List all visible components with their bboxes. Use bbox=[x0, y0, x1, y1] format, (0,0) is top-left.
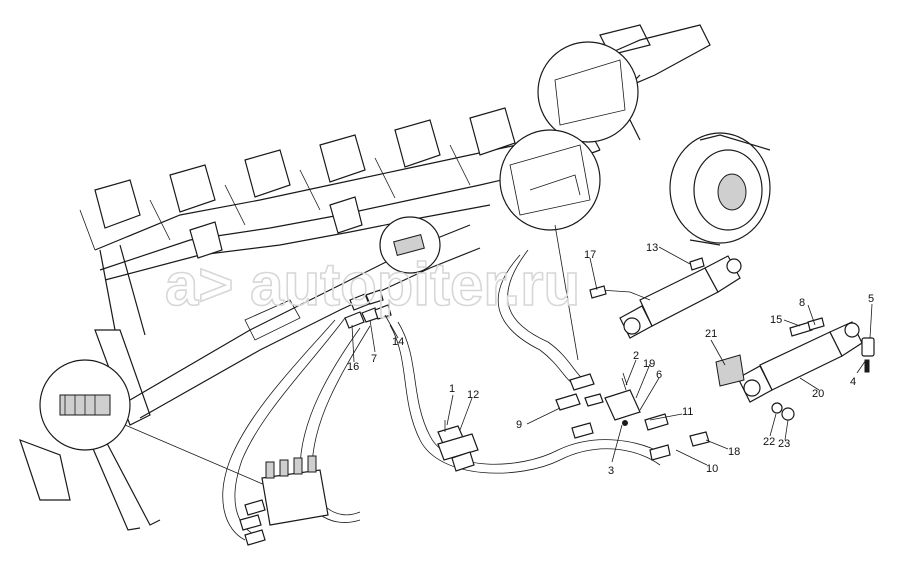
hose-clamps bbox=[437, 420, 479, 472]
callout-10: 10 bbox=[706, 463, 718, 475]
callout-20: 20 bbox=[812, 388, 824, 400]
pin-and-fittings bbox=[589, 257, 875, 421]
hydraulic-cylinder-upper bbox=[599, 255, 742, 339]
callout-12: 12 bbox=[467, 389, 479, 401]
detail-circle-hose bbox=[379, 216, 441, 274]
callout-13: 13 bbox=[646, 242, 658, 254]
callout-16: 16 bbox=[347, 361, 359, 373]
callout-15: 15 bbox=[770, 314, 782, 326]
watermark-text: a> autopiter.ru bbox=[165, 251, 580, 318]
callout-17: 17 bbox=[584, 249, 596, 261]
transport-wheel bbox=[669, 132, 771, 246]
coupling-fittings bbox=[344, 289, 392, 329]
callout-6: 6 bbox=[656, 369, 662, 381]
callout-18: 18 bbox=[728, 446, 740, 458]
callout-11: 11 bbox=[682, 406, 693, 418]
callout-2: 2 bbox=[633, 350, 639, 362]
callout-labels: 1 2 3 4 5 6 7 8 9 10 11 12 13 14 15 16 1… bbox=[347, 242, 874, 477]
detail-circle-valve bbox=[39, 359, 131, 451]
callout-leaders bbox=[351, 246, 873, 466]
callout-7: 7 bbox=[371, 353, 377, 365]
callout-9: 9 bbox=[516, 419, 522, 431]
watermark: a> autopiter.ru bbox=[164, 250, 581, 319]
detail-circle-top bbox=[537, 41, 639, 143]
callout-8: 8 bbox=[799, 297, 805, 309]
hydraulic-cylinder-lower bbox=[715, 321, 863, 403]
callout-23: 23 bbox=[778, 438, 790, 450]
plough-body-brackets bbox=[79, 107, 516, 259]
callout-1: 1 bbox=[449, 383, 455, 395]
detail-circle-middle bbox=[499, 129, 601, 231]
callout-22: 22 bbox=[763, 436, 775, 448]
callout-5: 5 bbox=[868, 293, 874, 305]
callout-3: 3 bbox=[608, 465, 614, 477]
valve-block bbox=[555, 372, 710, 461]
detail-leaders bbox=[124, 224, 579, 486]
callout-4: 4 bbox=[850, 376, 856, 388]
callout-14: 14 bbox=[392, 336, 404, 348]
control-valve-bank bbox=[239, 455, 329, 546]
callout-21: 21 bbox=[705, 328, 717, 340]
callout-19: 19 bbox=[643, 358, 655, 370]
